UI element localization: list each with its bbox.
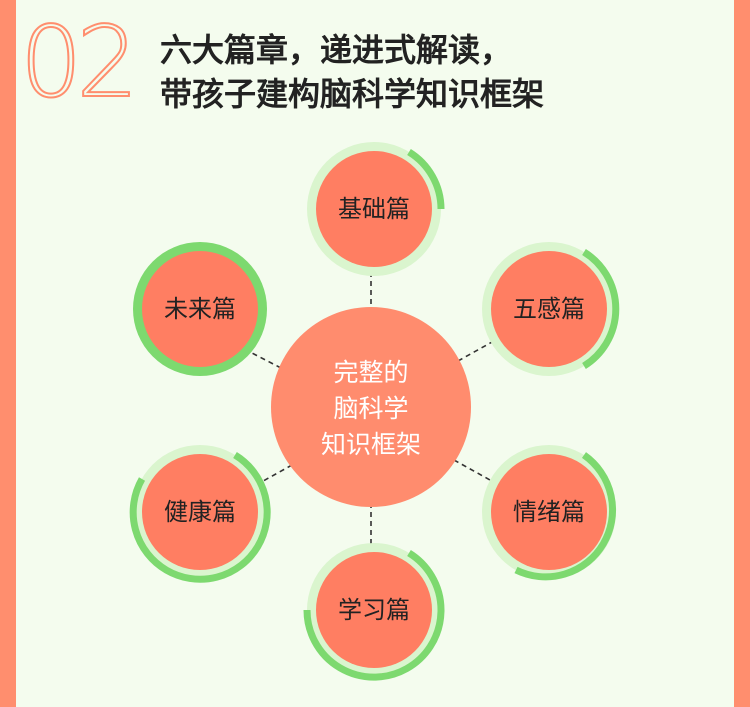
- node-circle-future: [133, 242, 267, 376]
- center-line-3: 知识框架: [320, 430, 421, 459]
- title-line-2: 带孩子建构脑科学知识框架: [160, 75, 545, 113]
- node-label-emotion: 情绪篇: [513, 498, 585, 526]
- connector-bottom-right: [453, 459, 491, 481]
- node-label-future: 未来篇: [164, 295, 236, 323]
- node-label-base: 基础篇: [338, 195, 410, 223]
- node-circle-base: [307, 142, 445, 276]
- connector-top-right: [457, 341, 493, 362]
- center-label: 完整的 脑科学 知识框架: [271, 355, 471, 463]
- node-label-senses: 五感篇: [513, 295, 585, 323]
- node-label-study: 学习篇: [338, 596, 410, 624]
- center-circle: [271, 307, 471, 507]
- node-circle-study: [303, 543, 445, 681]
- node-circle-emotion: [482, 445, 617, 581]
- title-line-1: 六大篇章，递进式解读，: [160, 31, 513, 69]
- center-line-2: 脑科学: [333, 394, 409, 423]
- node-label-health: 健康篇: [164, 498, 236, 526]
- section-number: 02: [19, 6, 140, 120]
- connector-top-left: [249, 351, 282, 369]
- page-title: 六大篇章，递进式解读， 带孩子建构脑科学知识框架: [160, 28, 720, 116]
- node-circle-senses: [482, 242, 620, 376]
- connector-bottom-left: [255, 464, 293, 486]
- connector-lines: [249, 272, 493, 545]
- node-circle-health: [129, 445, 271, 583]
- center-line-1: 完整的: [333, 358, 409, 387]
